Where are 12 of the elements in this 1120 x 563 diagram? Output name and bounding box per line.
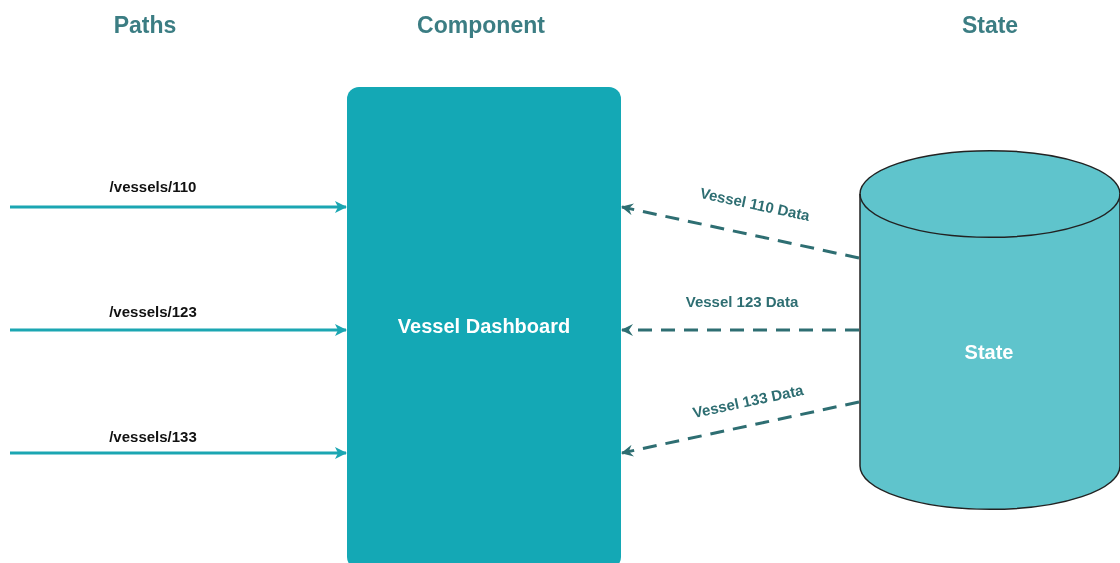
node-label: State xyxy=(963,341,1015,364)
dashed-arrow xyxy=(621,400,860,457)
dashed-arrow xyxy=(621,324,859,336)
node-label: Vessel Dashboard xyxy=(396,315,572,338)
arrow xyxy=(10,201,347,213)
column-heading: State xyxy=(961,12,1019,39)
arrow xyxy=(10,447,347,459)
component-box xyxy=(347,87,621,563)
column-heading: Paths xyxy=(113,12,177,39)
dashed-arrow xyxy=(621,203,860,260)
arrow xyxy=(10,324,347,336)
column-heading: Component xyxy=(417,12,545,39)
